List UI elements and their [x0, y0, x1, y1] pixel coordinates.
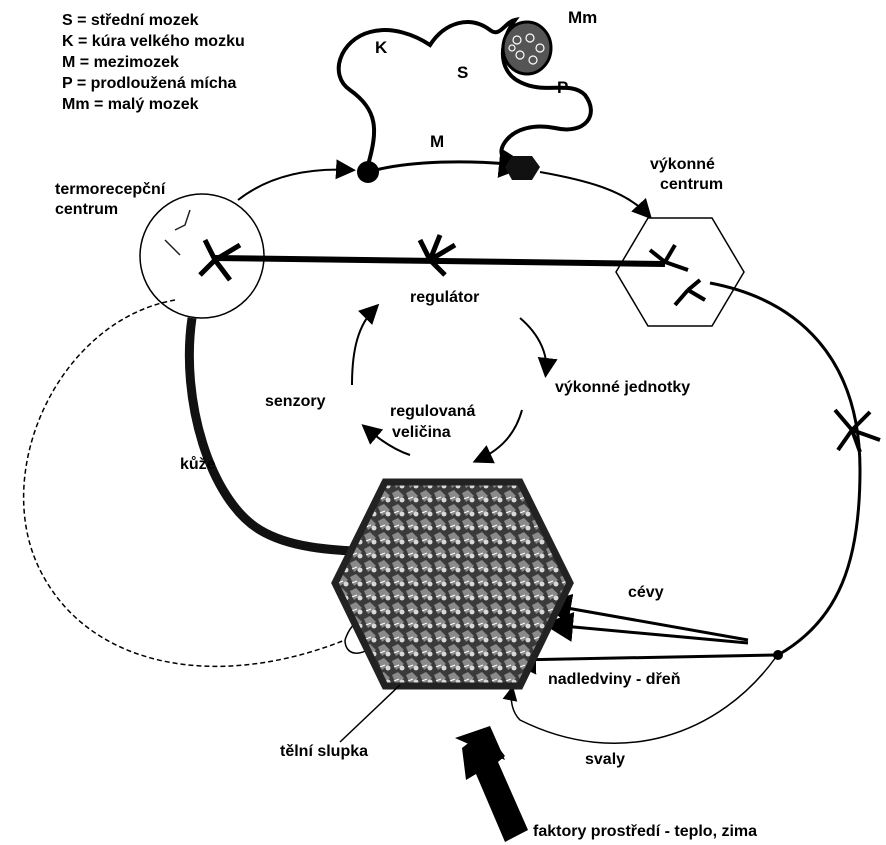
regulator-bar [215, 258, 665, 264]
legend-item-s: S = střední mozek [62, 10, 245, 31]
mezimozek-node [357, 161, 379, 183]
brain-label-k: K [375, 38, 387, 58]
vykonne-centrum-hexagon [616, 218, 744, 326]
regulovana-label-1: regulovaná [390, 402, 475, 422]
telni-slupka-label: tělní slupka [280, 742, 368, 762]
legend-item-k: K = kúra velkého mozku [62, 31, 245, 52]
legend-item-p: P = prodloužená mícha [62, 73, 245, 94]
senzory-label: senzory [265, 392, 325, 412]
brain-output-node [505, 156, 540, 180]
legend-item-mm: Mm = malý mozek [62, 94, 245, 115]
cevy-label: cévy [628, 583, 664, 603]
termoreceptni-label-1: termorecepční [55, 180, 165, 200]
svaly-label: svaly [585, 750, 625, 770]
faktory-label: faktory prostředí - teplo, zima [533, 822, 757, 842]
body-core-hexagon [335, 482, 570, 686]
termoreceptni-label-2: centrum [55, 200, 118, 220]
regulovana-label-2: veličina [392, 423, 451, 443]
brain-label-s: S [457, 63, 468, 83]
nadledviny-label: nadledviny - dřeň [548, 670, 680, 690]
vykonne-centrum-label-2: centrum [660, 175, 723, 195]
legend: S = střední mozek K = kúra velkého mozku… [62, 10, 245, 115]
kuze-nerve [189, 318, 370, 552]
brain-label-mm: Mm [568, 8, 597, 28]
vykonne-jednotky-label: výkonné jednotky [555, 378, 690, 398]
kuze-label: kůže [180, 455, 216, 475]
efferent-nerve [710, 283, 860, 655]
brain-label-m: M [430, 132, 444, 152]
regulator-label: regulátor [410, 288, 479, 308]
vykonne-centrum-label-1: výkonné [650, 155, 715, 175]
brain-label-p: P [557, 78, 568, 98]
legend-item-m: M = mezimozek [62, 52, 245, 73]
